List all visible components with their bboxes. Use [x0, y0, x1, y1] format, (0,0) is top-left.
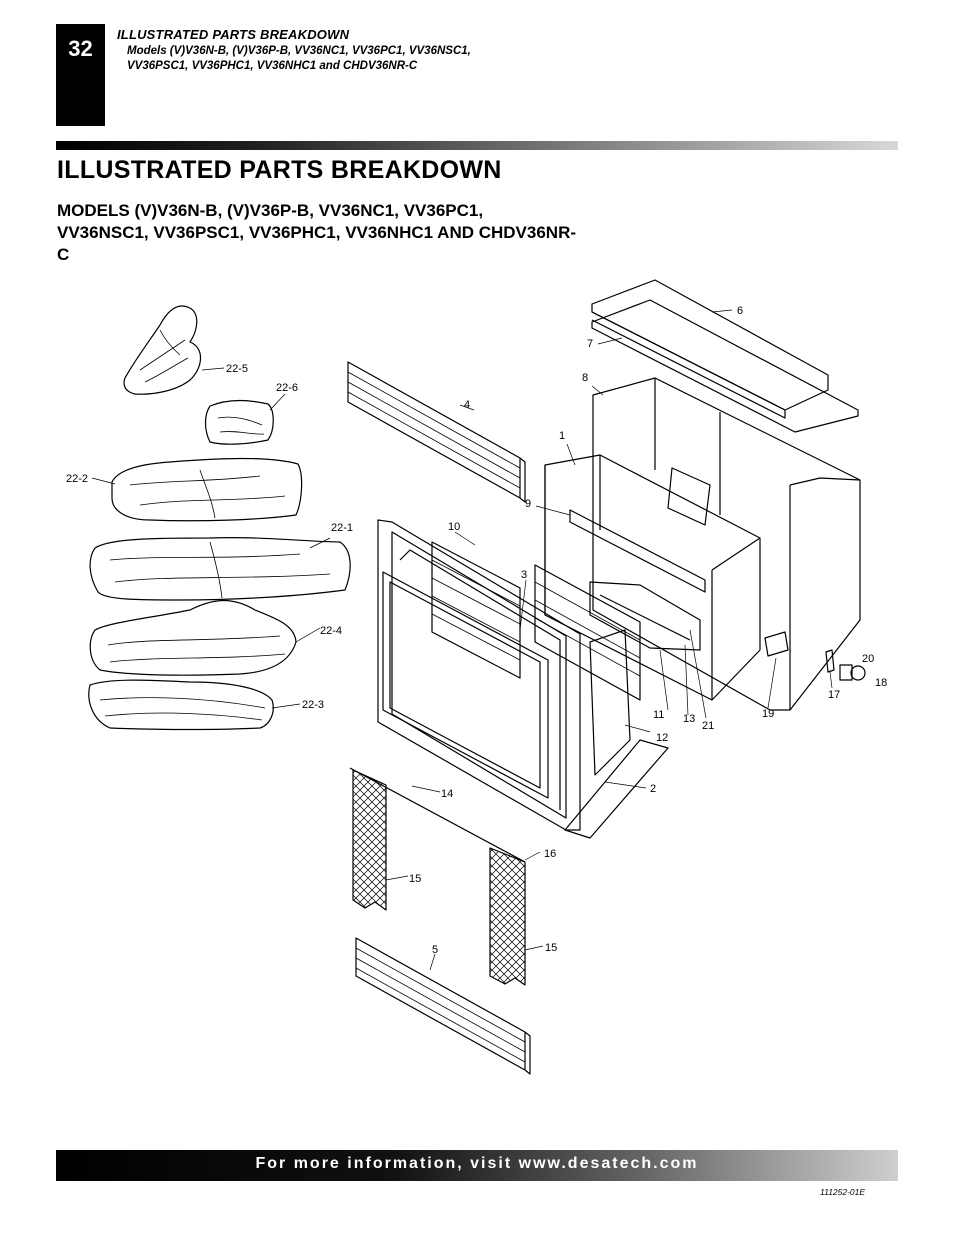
footer-link-text[interactable]: For more information, visit www.desatech… — [255, 1155, 699, 1172]
log-22-3 — [88, 679, 274, 731]
callout-15-right: 15 — [545, 942, 557, 954]
callout-7: 7 — [587, 338, 593, 350]
header-models: Models (V)V36N-B, (V)V36P-B, VV36NC1, VV… — [127, 45, 471, 72]
callout-20: 20 — [862, 653, 874, 665]
callout-6: 6 — [737, 305, 743, 317]
callout-9: 9 — [525, 498, 531, 510]
callout-8: 8 — [582, 372, 588, 384]
callout-22-1: 22-1 — [331, 522, 353, 534]
page-number: 32 — [68, 36, 93, 61]
bottom-louver — [355, 937, 531, 1075]
callout-17: 17 — [828, 689, 840, 701]
base-plate — [564, 739, 669, 839]
page-number-box: 32 — [56, 24, 105, 126]
page-title: ILLUSTRATED PARTS BREAKDOWN — [57, 156, 502, 184]
callout-18: 18 — [875, 677, 887, 689]
callout-5: 5 — [432, 944, 438, 956]
callout-3: 3 — [521, 569, 527, 581]
firebox — [544, 454, 761, 701]
log-22-5 — [123, 305, 202, 395]
exploded-parts-diagram: 1 2 3 4 5 6 7 8 9 10 11 12 13 14 15 15 1… — [66, 279, 887, 1075]
screen-right — [489, 847, 526, 986]
leader-lines — [91, 309, 833, 971]
glass-door — [382, 571, 549, 799]
page-subtitle: MODELS (V)V36N-B, (V)V36P-B, VV36NC1, VV… — [57, 201, 577, 264]
front-frame — [377, 519, 581, 831]
callout-14: 14 — [441, 788, 453, 800]
brick-front-panel — [534, 564, 641, 701]
callout-11: 11 — [653, 709, 664, 721]
header-section-title: ILLUSTRATED PARTS BREAKDOWN — [117, 27, 350, 42]
callout-22-2: 22-2 — [66, 473, 88, 485]
callout-12: 12 — [656, 732, 668, 744]
screen-left — [352, 769, 387, 911]
callout-10: 10 — [448, 521, 460, 533]
log-22-4 — [89, 599, 297, 676]
burner-assembly — [589, 581, 701, 651]
header-rule — [56, 141, 898, 150]
callout-22-5: 22-5 — [226, 363, 248, 375]
callout-4: 4 — [464, 399, 470, 411]
callout-1: 1 — [559, 430, 565, 442]
callout-22-4: 22-4 — [320, 625, 342, 637]
callout-16: 16 — [544, 848, 556, 860]
document-number: 111252-01E — [820, 1187, 866, 1197]
callout-2: 2 — [650, 783, 656, 795]
top-louver — [347, 361, 526, 503]
log-22-2 — [111, 457, 303, 522]
log-22-1 — [89, 537, 351, 601]
callout-22-6: 22-6 — [276, 382, 298, 394]
top-panels — [591, 279, 859, 433]
brick-panel — [431, 541, 521, 679]
valve-parts — [764, 631, 866, 681]
callout-19: 19 — [762, 708, 774, 720]
callout-15-left: 15 — [409, 873, 421, 885]
log-22-6 — [204, 399, 274, 445]
footer-bar: For more information, visit www.desatech… — [56, 1150, 898, 1181]
callout-21: 21 — [702, 720, 714, 732]
side-panel — [589, 629, 631, 776]
callout-13: 13 — [683, 713, 695, 725]
outer-cabinet — [592, 377, 861, 711]
callout-22-3: 22-3 — [302, 699, 324, 711]
